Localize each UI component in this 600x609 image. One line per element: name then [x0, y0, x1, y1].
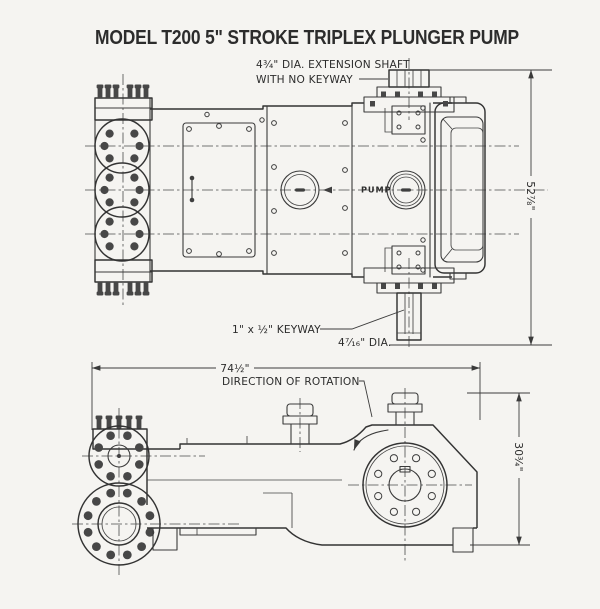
drive-shaft: [363, 267, 455, 341]
side-view: 74½" DIRECTION OF ROTATION: [72, 362, 530, 578]
extension-shaft: [363, 69, 455, 113]
keyway-leader: [320, 309, 405, 330]
pump-arrow-icon: [323, 186, 332, 194]
overall-width-dimension-label: 74½": [220, 363, 249, 375]
pump-label: PUMP: [361, 185, 391, 195]
rotation-arrow-icon: [353, 429, 389, 451]
foot-left: [152, 527, 178, 551]
dimension-overall-length-top-view: 52⅞": [389, 69, 552, 346]
page-title: MODEL T200 5" STROKE TRIPLEX PLUNGER PUM…: [95, 26, 519, 49]
shaft-diameter-note: 4⁷⁄₁₆" DIA.: [338, 337, 391, 349]
overall-height-dimension-label: 30¾": [512, 442, 524, 471]
bearing-cover: [353, 429, 448, 528]
power-frame: [150, 102, 452, 278]
crankcase-cover: [434, 96, 486, 280]
hub-keyway: [399, 465, 411, 473]
extension-shaft-note-line2: WITH NO KEYWAY: [256, 74, 353, 86]
valve-cover-2: [94, 162, 150, 218]
crankshaft-hub: [388, 468, 422, 502]
dimension-overall-width: 74½": [91, 362, 481, 430]
keyway-note: 1" x ½" KEYWAY: [232, 324, 321, 336]
direction-of-rotation-label: DIRECTION OF ROTATION: [222, 376, 360, 388]
oil-fill-cap: [387, 392, 423, 426]
valve-cover-1: [94, 118, 150, 174]
breather-cap-left: [282, 403, 318, 445]
overall-length-dimension-label: 52⅞": [524, 181, 536, 210]
crosshead-opening-left: [280, 170, 320, 210]
suction-flange: [77, 482, 161, 566]
rotation-leader: [359, 380, 373, 418]
valve-cover-3: [94, 206, 150, 262]
foot-right: [452, 527, 474, 553]
top-view: 4¾" DIA. EXTENSION SHAFT WITH NO KEYWAY …: [85, 58, 552, 350]
discharge-flange: [88, 415, 150, 487]
pump-body-side: [146, 424, 478, 553]
crosshead-opening-right: [386, 170, 426, 210]
inspection-cover: [182, 122, 256, 258]
fluid-end: [94, 84, 153, 296]
dimension-overall-height: 30¾": [467, 392, 530, 546]
extension-shaft-note-line1: 4¾" DIA. EXTENSION SHAFT: [256, 59, 410, 71]
